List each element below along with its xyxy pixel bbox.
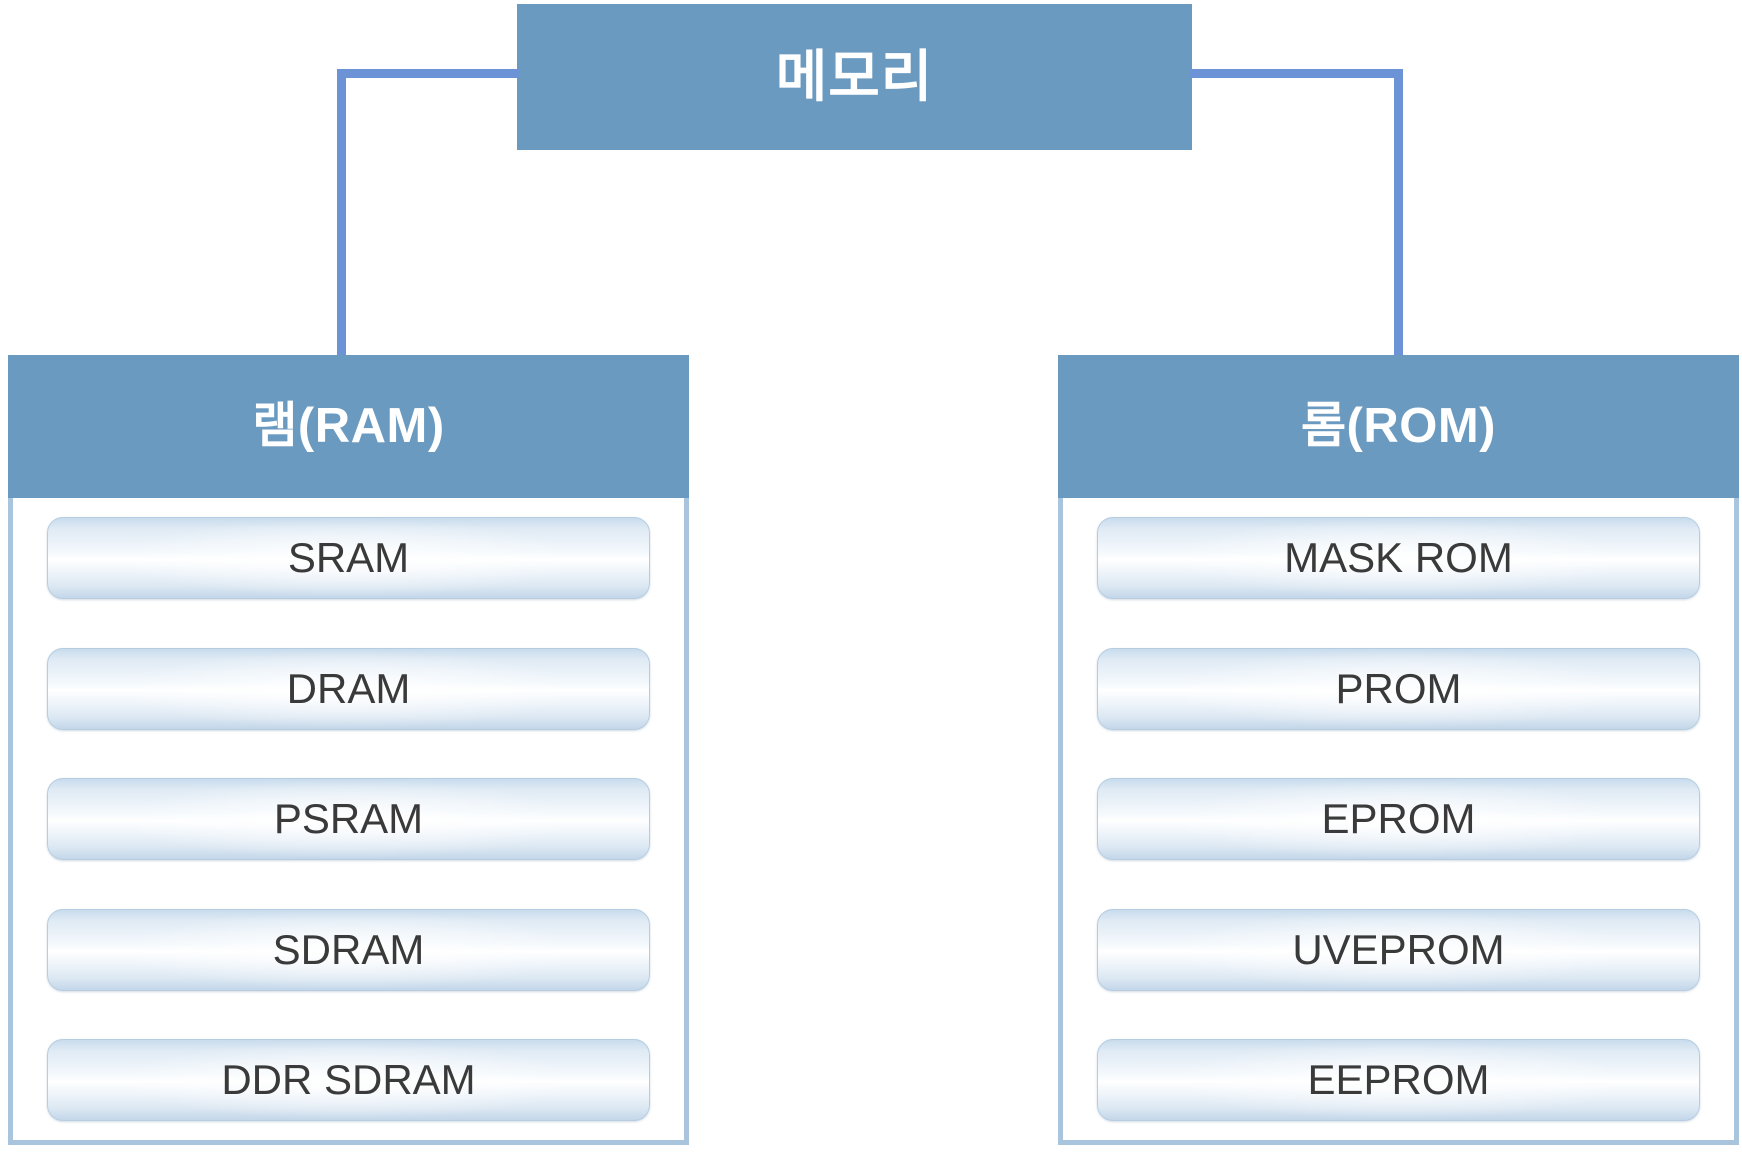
list-item-label: EPROM: [1321, 795, 1476, 842]
list-item[interactable]: SDRAM: [47, 908, 650, 991]
branch-header-rom[interactable]: 롬(ROM): [1058, 355, 1739, 498]
root-node-label: 메모리: [775, 45, 934, 108]
list-item[interactable]: DDR SDRAM: [47, 1039, 650, 1121]
connector-vertical-left: [337, 69, 346, 358]
list-item[interactable]: UVEPROM: [1097, 908, 1700, 991]
list-item[interactable]: MASK ROM: [1097, 517, 1700, 599]
list-item[interactable]: DRAM: [47, 647, 650, 730]
branch-items-rom: MASK ROM PROM EPROM UVEPROM EEPROM: [1058, 498, 1739, 1145]
branch-header-label-rom: 롬(ROM): [1300, 399, 1497, 453]
list-item-label: DDR SDRAM: [221, 1056, 476, 1103]
branch-panel-ram: 램(RAM) SRAM DRAM PSRAM SDRAM DDR SDRAM: [8, 355, 689, 1145]
list-item[interactable]: EEPROM: [1097, 1039, 1700, 1121]
list-item-label: SDRAM: [272, 925, 425, 973]
connector-horizontal-left: [337, 69, 519, 78]
connector-vertical-right: [1394, 69, 1403, 358]
connector-horizontal-right: [1190, 69, 1403, 78]
list-item-label: EEPROM: [1307, 1056, 1490, 1103]
branch-items-ram: SRAM DRAM PSRAM SDRAM DDR SDRAM: [8, 498, 689, 1145]
list-item-label: UVEPROM: [1292, 925, 1505, 973]
branch-header-label-ram: 램(RAM): [252, 399, 445, 453]
list-item[interactable]: PROM: [1097, 647, 1700, 730]
branch-header-ram[interactable]: 램(RAM): [8, 355, 689, 498]
list-item-label: SRAM: [287, 534, 410, 581]
list-item[interactable]: EPROM: [1097, 778, 1700, 860]
list-item[interactable]: PSRAM: [47, 778, 650, 860]
list-item-label: DRAM: [286, 664, 411, 712]
branch-panel-rom: 롬(ROM) MASK ROM PROM EPROM UVEPROM EEPRO…: [1058, 355, 1739, 1145]
list-item[interactable]: SRAM: [47, 517, 650, 599]
list-item-label: PROM: [1335, 664, 1462, 712]
list-item-label: MASK ROM: [1284, 534, 1513, 581]
root-node-memory[interactable]: 메모리: [517, 4, 1192, 150]
list-item-label: PSRAM: [273, 795, 424, 842]
